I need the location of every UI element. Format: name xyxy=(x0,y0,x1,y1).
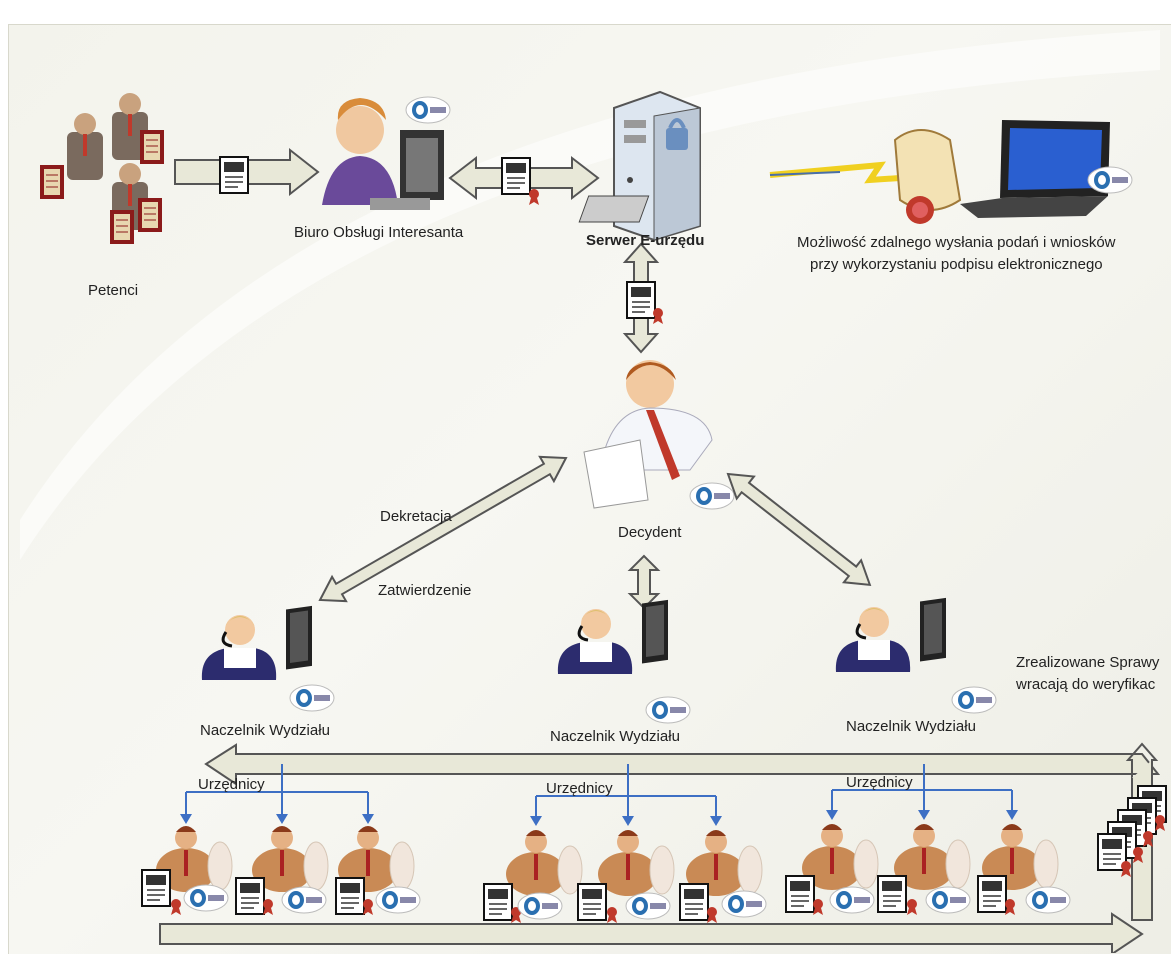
seal-icon xyxy=(529,189,539,205)
certificate-icon xyxy=(893,129,962,224)
office-worker-icon xyxy=(322,98,444,210)
department-head-icon-1 xyxy=(200,604,314,682)
logo-badge-icon xyxy=(289,684,335,712)
connector-group-1 xyxy=(185,764,369,818)
petitioners-icon xyxy=(39,93,165,245)
department-head-icon-3 xyxy=(834,596,948,674)
label-remote-line2: przy wykorzystaniu podpisu elektroniczne… xyxy=(810,256,1103,273)
document-icon xyxy=(626,281,656,319)
department-head-icon-2 xyxy=(556,598,670,676)
decision-maker-icon xyxy=(583,360,713,509)
document-icon xyxy=(501,157,531,195)
connector-heads-2 xyxy=(530,816,722,826)
connector-group-2 xyxy=(535,764,717,820)
label-petitioners: Petenci xyxy=(88,282,139,299)
label-clerks-1: Urzędnicy xyxy=(198,776,265,793)
label-dekretacja: Dekretacja xyxy=(380,508,452,525)
logo-badge-icon xyxy=(951,686,997,714)
logo-badge-icon xyxy=(645,696,691,724)
label-clerks-2: Urzędnicy xyxy=(546,780,613,797)
laptop-icon xyxy=(960,120,1110,218)
label-completed-line2: wracają do weryfikac xyxy=(1016,676,1156,693)
label-decision-maker: Decydent xyxy=(618,524,682,541)
label-department-head-3: Naczelnik Wydziału xyxy=(846,718,976,735)
connector-heads-1 xyxy=(180,814,374,824)
arrow-return-top xyxy=(204,743,1161,786)
server-icon xyxy=(578,90,701,242)
seal-icon xyxy=(653,308,663,324)
arrow-decision-right xyxy=(726,472,872,586)
connector-heads-3 xyxy=(826,810,1018,820)
link-line xyxy=(769,171,841,176)
logo-badge-icon xyxy=(1087,166,1133,194)
document-icon xyxy=(219,156,249,194)
logo-badge-icon xyxy=(689,482,735,510)
label-office: Biuro Obsługi Interesanta xyxy=(294,224,464,241)
logo-badge-icon xyxy=(405,96,451,124)
label-zatwierdzenie: Zatwierdzenie xyxy=(378,582,472,599)
label-completed-line1: Zrealizowane Sprawy xyxy=(1016,654,1160,671)
label-remote-line1: Możliwość zdalnego wysłania podań i wnio… xyxy=(797,234,1116,251)
label-department-head-1: Naczelnik Wydziału xyxy=(200,722,330,739)
background-swoosh xyxy=(20,30,1160,560)
arrow-bottom-flow xyxy=(159,912,1144,953)
lightning-icon xyxy=(769,161,901,184)
label-server: Serwer E-urzędu xyxy=(586,232,705,249)
arrow-decision-middle xyxy=(627,554,661,610)
arrow-decision-left xyxy=(318,455,568,603)
label-clerks-3: Urzędnicy xyxy=(846,774,913,791)
label-department-head-2: Naczelnik Wydziału xyxy=(550,728,680,745)
